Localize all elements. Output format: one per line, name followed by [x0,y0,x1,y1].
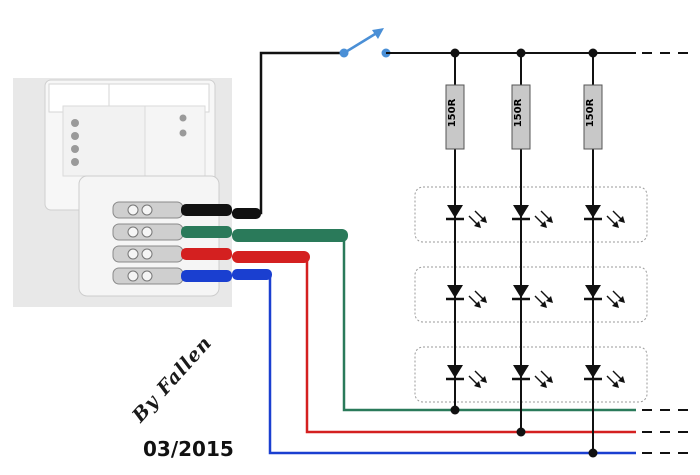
led-diode [513,365,529,378]
junction-dot [450,48,460,58]
led-diode [585,365,601,378]
led-arrowhead [540,381,547,388]
led-group-box [414,346,648,403]
junction-dot [516,427,526,437]
led-diode [447,205,463,218]
led-group-box [414,186,648,243]
resistor-label: 150R [513,98,524,127]
led-arrowhead [612,301,619,308]
resistor [511,84,531,150]
led-arrowhead [474,381,481,388]
red-wire [232,255,636,434]
led-arrowhead [618,376,625,383]
junction-dot [588,448,598,458]
resistor [445,84,465,150]
led-arrowhead [612,221,619,228]
resistor-label: 150R [585,98,596,127]
junction-dot [516,48,526,58]
led-diode [585,285,601,298]
led-arrowhead [480,376,487,383]
led-arrowhead [546,376,553,383]
led-arrowhead [540,301,547,308]
led-arrowhead [480,296,487,303]
led-arrowhead [540,221,547,228]
led-group-box [414,266,648,323]
resistor [583,84,603,150]
connector-photo [13,78,232,307]
led-diode [513,285,529,298]
blue-wire [232,273,636,455]
led-diode [447,285,463,298]
resistor-label: 150R [447,98,458,127]
led-arrowhead [474,301,481,308]
date-label: 03/2015 [143,437,234,461]
led-diode [513,205,529,218]
led-diode [447,365,463,378]
led-diode [585,205,601,218]
junction-dot [588,48,598,58]
led-arrowhead [612,381,619,388]
led-arrowhead [480,216,487,223]
black-wire [232,51,344,215]
led-arrowhead [546,216,553,223]
led-arrowhead [618,296,625,303]
led-arrowhead [474,221,481,228]
switch [339,28,391,58]
led-arrowhead [546,296,553,303]
led-arrowhead [618,216,625,223]
junction-dot [450,405,460,415]
